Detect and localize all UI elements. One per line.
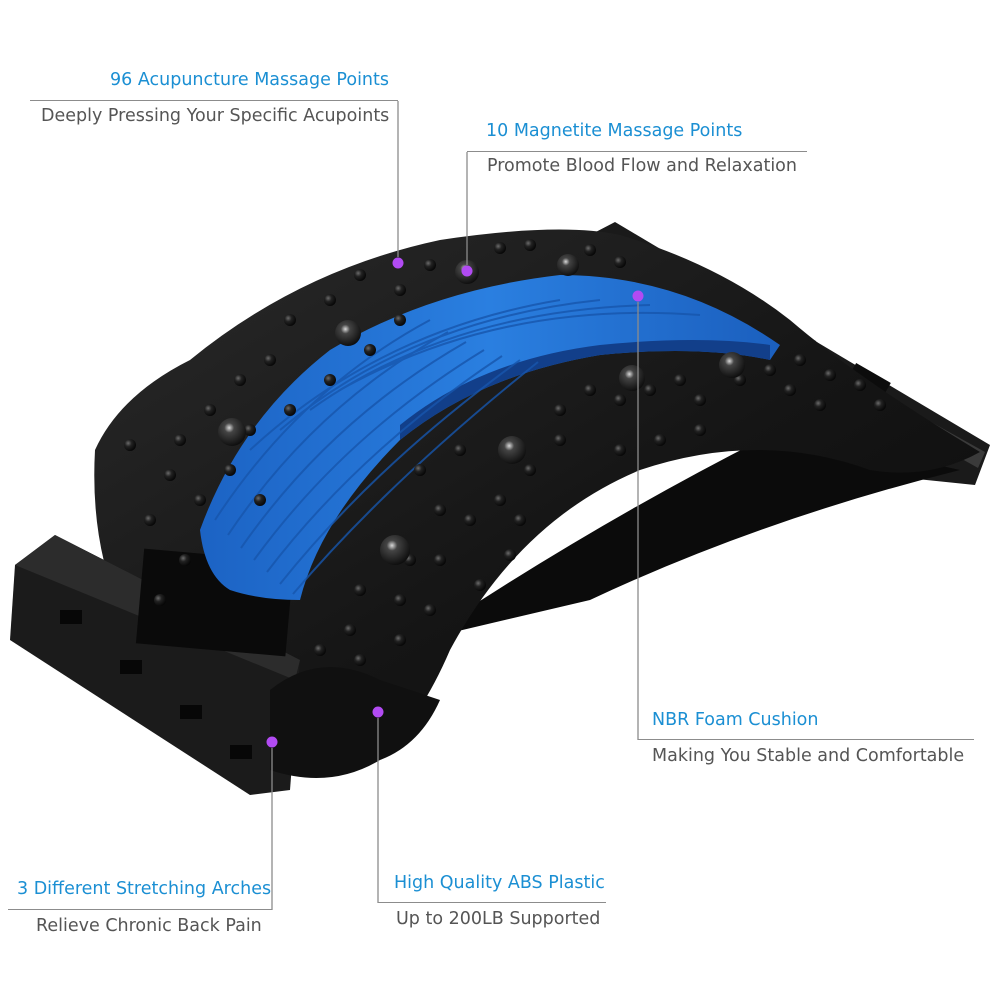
acupuncture-points-subtitle: Deeply Pressing Your Specific Acupoints: [41, 106, 390, 126]
magnetite-points-title: 10 Magnetite Massage Points: [486, 121, 743, 141]
stretching-arches-subtitle: Relieve Chronic Back Pain: [36, 916, 262, 936]
magnetite-points-subtitle: Promote Blood Flow and Relaxation: [487, 156, 797, 176]
abs-plastic-title: High Quality ABS Plastic: [394, 873, 605, 893]
front-base-plate: [10, 535, 300, 795]
acupuncture-divider: [30, 100, 398, 102]
foam-cushion-title: NBR Foam Cushion: [652, 710, 819, 730]
leader-lines: [271, 101, 639, 910]
foam-cushion-subtitle: Making You Stable and Comfortable: [652, 746, 965, 766]
magnetite-divider: [467, 151, 807, 153]
stretching-arches-divider: [8, 909, 272, 911]
acupuncture-points-title: 96 Acupuncture Massage Points: [110, 70, 390, 90]
callout-markers: [266, 257, 644, 748]
stretching-arches-title: 3 Different Stretching Arches: [17, 879, 272, 899]
abs-plastic-subtitle: Up to 200LB Supported: [396, 909, 601, 929]
abs-plastic-divider: [378, 902, 606, 904]
foam-cushion-divider: [638, 739, 974, 741]
foam-cushion: [200, 275, 780, 600]
